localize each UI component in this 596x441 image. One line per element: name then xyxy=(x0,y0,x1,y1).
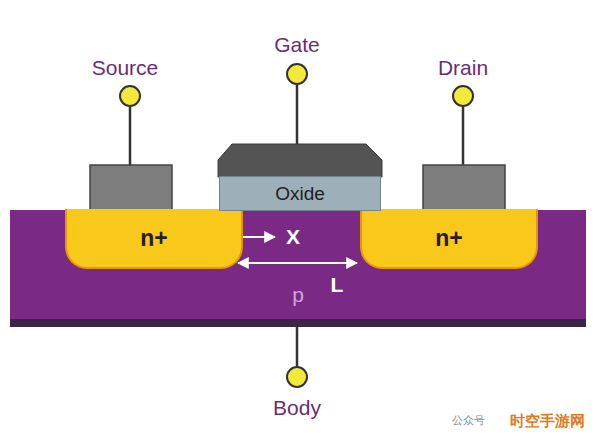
terminal-name: Gate xyxy=(274,33,320,57)
drain-lead xyxy=(462,105,465,166)
body-lead xyxy=(296,327,299,367)
drain-terminal xyxy=(453,86,473,106)
watermark: 公众号 xyxy=(452,413,485,428)
l-arrow xyxy=(238,262,357,264)
region-label: Oxide xyxy=(275,183,325,205)
terminal-name: Source xyxy=(92,56,159,80)
gate-electrode xyxy=(218,144,382,177)
dimension-label: X xyxy=(286,225,300,249)
terminal-name: Drain xyxy=(438,56,488,80)
region-label: n+ xyxy=(435,225,462,252)
terminal-name: Body xyxy=(273,396,321,420)
body-terminal xyxy=(287,367,307,387)
source-terminal xyxy=(120,86,140,106)
gate-terminal xyxy=(287,64,307,84)
body-contact-strip xyxy=(10,318,586,327)
drain-contact xyxy=(423,165,505,210)
dimension-label: L xyxy=(331,273,344,297)
watermark: 时空手游网 xyxy=(510,412,585,431)
source-contact xyxy=(90,165,172,210)
gate-lead xyxy=(296,84,299,146)
source-n-plus-region: n+ xyxy=(65,209,243,269)
region-label: n+ xyxy=(140,225,167,252)
drain-n-plus-region: n+ xyxy=(360,209,538,269)
source-lead xyxy=(129,105,132,166)
region-label: p xyxy=(292,283,304,307)
gate-oxide: Oxide xyxy=(219,176,381,211)
